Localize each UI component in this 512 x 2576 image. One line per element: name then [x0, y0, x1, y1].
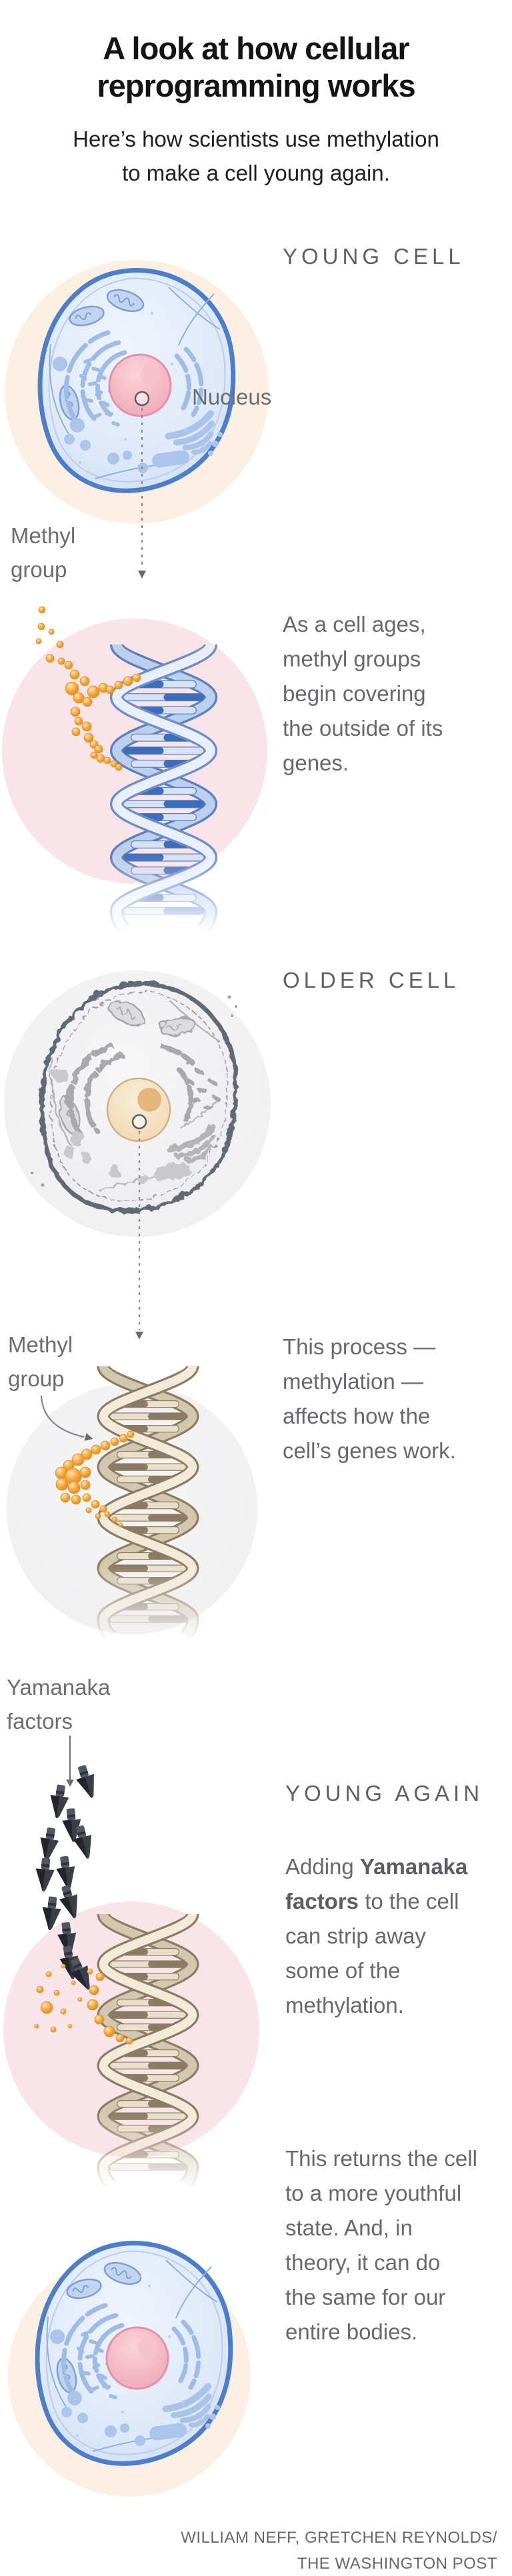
body-text: to the cell can strip away some of the m… [285, 1889, 459, 2017]
older-cell-illustration [31, 979, 237, 1212]
older-section-body: This process — methylation — affects how… [283, 1334, 456, 1463]
arrow-down-dashed-icon [131, 1114, 147, 1340]
byline-credit: WILLIAM NEFF, GRETCHEN REYNOLDS/ THE WAS… [181, 2529, 497, 2573]
arrow-down-dashed-icon [134, 391, 150, 579]
young-again-body: Adding Yamanaka factors to the cell can … [285, 1850, 505, 2023]
page-title: A look at how cellular reprogramming wor… [97, 31, 415, 104]
methyl-group-beads-1 [35, 606, 141, 771]
methyl-group-beads-stripped [34, 1963, 133, 2045]
section-label-young-again: YOUNG AGAIN [285, 1781, 484, 1806]
section-label-older-cell: OLDER CELL [283, 968, 460, 992]
nucleus-label: Nucleus [192, 385, 272, 409]
young-again-body-2: This returns the cell to a more youthful… [285, 2146, 477, 2344]
yamanaka-factors-label: Yamanaka factors [7, 1675, 111, 1734]
section-label-young-cell: YOUNG CELL [283, 244, 465, 269]
yamanaka-factors-bold: Yamanaka factors [285, 1854, 468, 1914]
methyl-group-label-1: Methyl group [11, 523, 76, 582]
methyl-group-beads-2 [55, 1430, 135, 1528]
curved-arrow-icon [40, 1395, 93, 1441]
body-text: Adding [285, 1854, 360, 1879]
page-subtitle: Here’s how scientists use methylation to… [73, 127, 439, 185]
young-section-body: As a cell ages, methyl groups begin cove… [283, 612, 443, 775]
arrow-down-icon [66, 1736, 74, 1787]
restored-young-cell-illustration [16, 2237, 236, 2470]
methyl-group-label-2: Methyl group [8, 1332, 73, 1391]
